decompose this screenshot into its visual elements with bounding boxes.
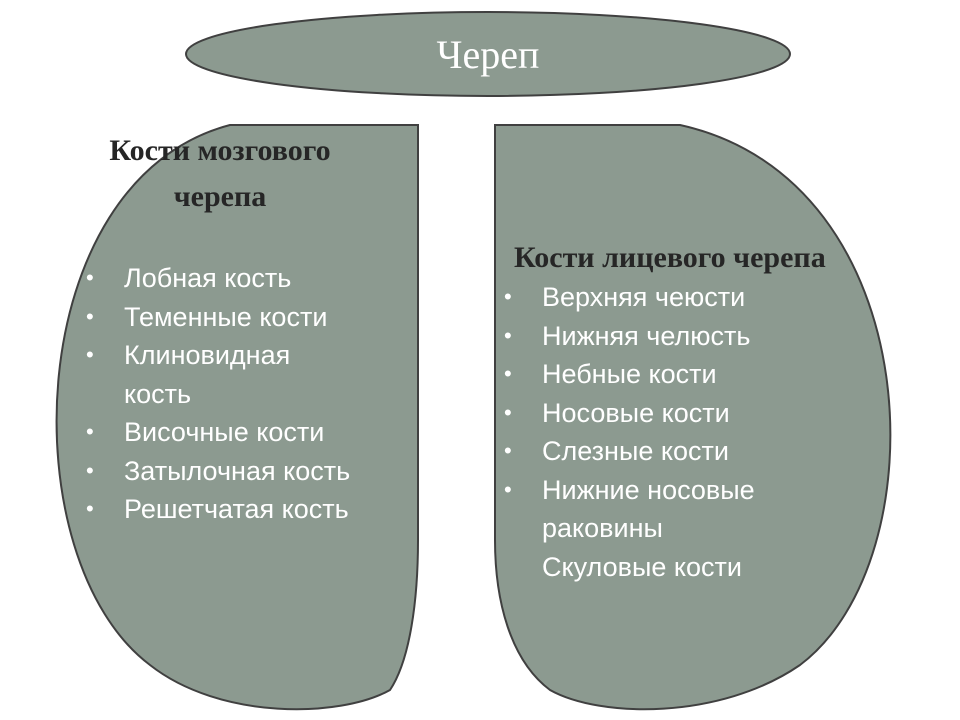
list-item: Слезные кости bbox=[504, 432, 844, 471]
list-item: Небные кости bbox=[504, 355, 844, 394]
list-item: Носовые кости bbox=[504, 394, 844, 433]
right-bone-list: Верхняя чеюсти Нижняя челюсть Небные кос… bbox=[504, 278, 844, 586]
root-label: Череп bbox=[436, 31, 540, 77]
list-item: Решетчатая кость bbox=[86, 490, 356, 529]
list-item: Нижняя челюсть bbox=[504, 317, 844, 356]
list-item: Клиновидная кость bbox=[86, 336, 356, 413]
list-item: Верхняя чеюсти bbox=[504, 278, 844, 317]
right-heading: Кости лицевого черепа bbox=[514, 241, 826, 274]
left-heading: Кости мозгового черепа bbox=[109, 134, 331, 213]
root-oval bbox=[185, 11, 791, 97]
list-item: Скуловые кости bbox=[542, 551, 742, 582]
list-item: Затылочная кость bbox=[86, 452, 356, 491]
left-bone-list: Лобная кость Теменные кости Клиновидная … bbox=[86, 259, 356, 529]
list-item: Лобная кость bbox=[86, 259, 356, 298]
list-item: Нижние носовые раковины bbox=[504, 471, 844, 548]
list-item: Теменные кости bbox=[86, 298, 356, 337]
list-item: Височные кости bbox=[86, 413, 356, 452]
